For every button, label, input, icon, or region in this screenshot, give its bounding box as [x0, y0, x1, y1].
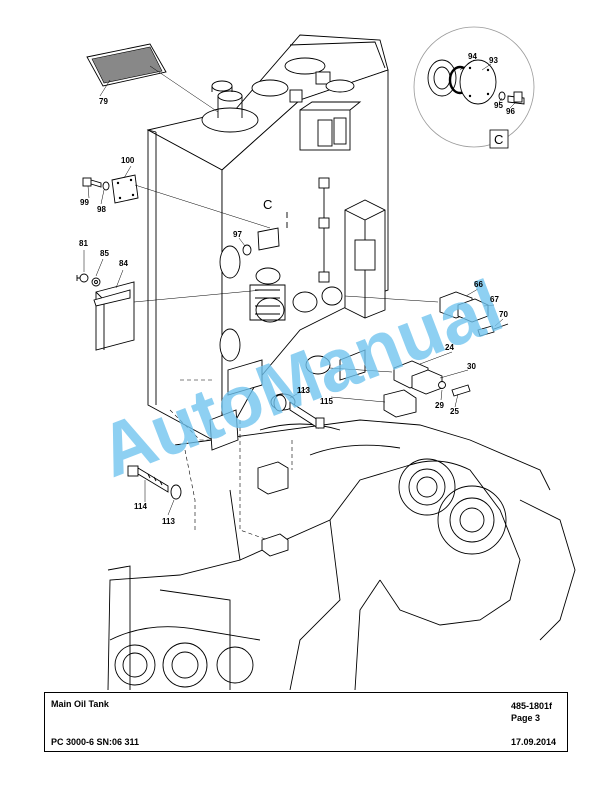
label-115: 115	[320, 397, 333, 406]
exploded-parts-diagram: AutoManual 79 100 99 98 97 81 85 84 66 6…	[76, 26, 576, 690]
label-67: 67	[490, 295, 499, 304]
label-79: 79	[99, 97, 108, 106]
foot-brackets	[209, 349, 366, 451]
label-114: 114	[134, 502, 147, 511]
label-99: 99	[80, 198, 89, 207]
assembly-dashed-lines	[169, 379, 293, 541]
label-30: 30	[467, 362, 476, 371]
part-84-bracket	[93, 281, 263, 351]
label-84: 84	[119, 259, 128, 268]
label-25: 25	[450, 407, 459, 416]
label-29: 29	[435, 401, 444, 410]
label-96: 96	[506, 107, 515, 116]
label-66: 66	[474, 280, 483, 289]
part-99-bolt	[82, 177, 110, 191]
filler-neck	[201, 80, 259, 133]
part-81-bolt	[76, 273, 101, 287]
label-97: 97	[233, 230, 242, 239]
label-24: 24	[445, 343, 454, 352]
document-number: 485-1801f	[511, 701, 553, 711]
label-70: 70	[499, 310, 508, 319]
label-98: 98	[97, 205, 106, 214]
label-leaders	[83, 59, 517, 516]
part-66-clamp	[344, 291, 509, 337]
top-fittings	[251, 57, 362, 151]
part-100-cover	[111, 174, 271, 229]
part-97-cover	[242, 212, 288, 256]
title-block: Main Oil Tank 485-1801f Page 3 PC 3000-6…	[44, 692, 568, 752]
machine-serial: PC 3000-6 SN:06 311	[51, 737, 140, 747]
item-number-labels: 79 100 99 98 97 81 85 84 66 67 70 24 30 …	[79, 52, 515, 526]
part-79-screen	[86, 43, 219, 113]
oil-tank-body	[146, 34, 389, 447]
lower-blocks	[257, 461, 289, 557]
part-115-block	[383, 389, 417, 418]
detail-c-label-box: C	[489, 129, 509, 149]
label-93: 93	[489, 56, 498, 65]
detail-c-callout: C	[263, 197, 272, 212]
part-24-clamp	[329, 360, 471, 397]
label-113-upper: 113	[297, 386, 310, 395]
detail-c-box-letter: C	[494, 132, 503, 147]
part-113-bolt-upper	[273, 394, 325, 429]
issue-date: 17.09.2014	[511, 737, 557, 747]
right-bracket	[321, 199, 386, 319]
label-113-lower: 113	[162, 517, 175, 526]
label-85: 85	[100, 249, 109, 258]
detail-c-view	[413, 26, 535, 148]
label-100: 100	[121, 156, 135, 165]
sight-gauge	[318, 177, 330, 283]
drawing-title: Main Oil Tank	[51, 699, 109, 709]
front-openings	[219, 245, 331, 375]
label-95: 95	[494, 101, 503, 110]
part-114-bolt	[127, 465, 182, 500]
frame-lugs	[109, 458, 507, 688]
label-81: 81	[79, 239, 88, 248]
page-number: Page 3	[511, 713, 541, 723]
label-94: 94	[468, 52, 477, 61]
